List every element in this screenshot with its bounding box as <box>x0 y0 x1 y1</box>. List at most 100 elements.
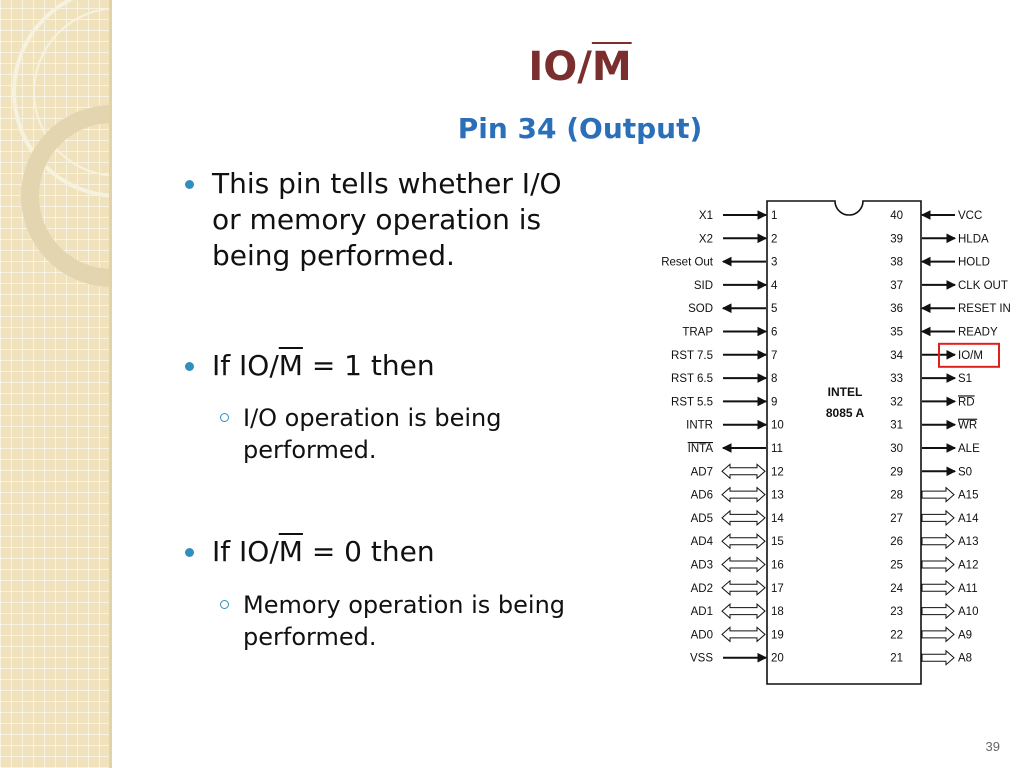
pin-number: 25 <box>890 560 903 572</box>
pin-number: 24 <box>890 583 903 595</box>
pin-number: 20 <box>771 653 784 665</box>
pin-number: 6 <box>771 327 777 339</box>
bus-arrow <box>721 579 766 596</box>
bullet-item: If IO/M = 1 then <box>212 349 435 382</box>
pin-label: X2 <box>699 233 713 245</box>
pin-label: HLDA <box>958 233 989 245</box>
pin-label: RST 6.5 <box>671 373 713 385</box>
bullet-line: This pin tells whether I/O <box>212 167 562 200</box>
pin-number: 16 <box>771 560 784 572</box>
pin-number: 40 <box>890 210 903 222</box>
pin-number: 14 <box>771 513 784 525</box>
pin-number: 32 <box>890 396 903 408</box>
arrow-head <box>946 419 957 430</box>
arrow-head <box>946 233 957 244</box>
bullet-dot <box>185 548 194 557</box>
bus-arrow <box>921 649 955 666</box>
pin-number: 3 <box>771 257 777 269</box>
pin-number: 11 <box>771 443 783 455</box>
pin-label: SOD <box>688 303 713 315</box>
arrow-head <box>946 349 957 360</box>
pin-label: AD3 <box>691 560 713 572</box>
pin-number: 26 <box>890 536 903 548</box>
bus-arrow <box>721 486 766 503</box>
pin-label: AD5 <box>691 513 713 525</box>
bullet-dot <box>185 180 194 189</box>
arrow-head <box>757 419 768 430</box>
arrow-head <box>721 256 732 267</box>
pin-label: ALE <box>958 443 980 455</box>
pin-number: 7 <box>771 350 777 362</box>
pin-label: RST 7.5 <box>671 350 713 362</box>
pin-label: RD <box>958 396 975 408</box>
bus-arrow <box>921 486 955 503</box>
bullet-line: being performed. <box>212 239 455 272</box>
pin-label: AD4 <box>691 536 714 548</box>
page-number: 39 <box>985 739 1000 754</box>
arrow-head <box>757 280 768 290</box>
bullet-line: performed. <box>243 623 377 651</box>
arrow-head <box>721 303 732 314</box>
pin-number: 2 <box>771 233 777 245</box>
pin-label: INTA <box>688 443 714 455</box>
pin-label: A13 <box>958 536 978 548</box>
arrow-head <box>757 349 768 360</box>
pin-number: 15 <box>771 536 784 548</box>
pin-number: 38 <box>890 257 903 269</box>
bus-arrow <box>721 509 766 527</box>
pin-number: 37 <box>890 280 903 292</box>
bus-arrow <box>721 602 766 620</box>
pin-number: 4 <box>771 280 778 292</box>
arrow-head <box>946 280 957 290</box>
bullet-line: performed. <box>243 436 377 464</box>
pin-label: AD1 <box>691 606 713 618</box>
pin-label: HOLD <box>958 257 990 269</box>
slide-title: IO/M <box>528 44 632 90</box>
pin-number: 13 <box>771 490 784 502</box>
pin-label: AD0 <box>691 629 713 641</box>
arrow-head <box>920 303 931 314</box>
arrow-head <box>946 396 957 407</box>
pin-label: A14 <box>958 513 979 525</box>
pin-label: AD7 <box>691 466 713 478</box>
arrow-head <box>757 652 768 663</box>
bus-arrow <box>921 579 955 596</box>
arrow-head <box>946 373 957 383</box>
bullet-line: or memory operation is <box>212 203 542 236</box>
arrow-head <box>757 396 768 407</box>
bus-arrow <box>721 626 766 643</box>
bullet-item: If IO/M = 0 then <box>212 535 435 568</box>
decorative-circles <box>12 0 112 287</box>
bus-arrow <box>921 509 955 527</box>
pin-number: 1 <box>771 210 777 222</box>
pin-number: 28 <box>890 490 903 502</box>
pin-label: INTR <box>686 420 713 432</box>
pin-label: Reset Out <box>661 257 714 269</box>
pin-number: 22 <box>890 629 903 641</box>
pin-label: VSS <box>690 653 713 665</box>
bullet-line: Memory operation is being <box>243 591 566 619</box>
pin-label: A11 <box>958 583 978 595</box>
pin-label: TRAP <box>682 327 713 339</box>
pin-number: 18 <box>771 606 784 618</box>
pin-number: 27 <box>890 513 903 525</box>
highlight-box <box>938 342 1000 368</box>
bus-arrow <box>921 602 955 620</box>
arrow-head <box>757 233 768 244</box>
arrow-head <box>721 443 732 453</box>
bullet-item: This pin tells whether I/O or memory ope… <box>212 166 562 274</box>
chip-outline <box>766 200 922 685</box>
pin-label: AD6 <box>691 490 713 502</box>
pin-number: 30 <box>890 443 903 455</box>
pin-number: 19 <box>771 629 784 641</box>
arrow-head <box>946 443 957 453</box>
pin-number: 5 <box>771 303 777 315</box>
pin-number: 21 <box>890 653 903 665</box>
pin-label: IO/M <box>958 350 983 362</box>
pin-label: RESET IN <box>958 303 1011 315</box>
sub-bullet-ring <box>220 413 229 422</box>
pin-number: 12 <box>771 466 784 478</box>
sub-bullet-ring <box>220 600 229 609</box>
